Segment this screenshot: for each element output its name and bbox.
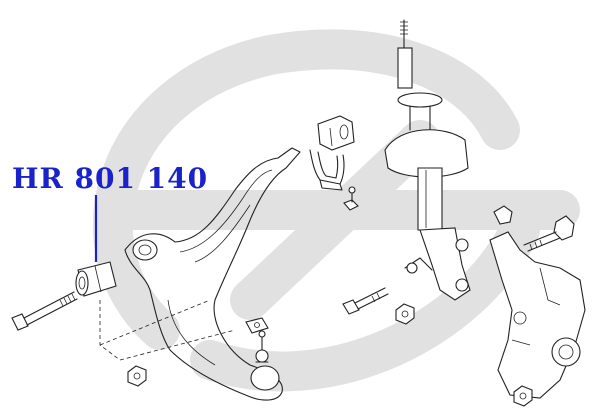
bracket-bolt bbox=[343, 186, 359, 211]
knuckle-bolt bbox=[523, 215, 575, 252]
dashed-guide-3 bbox=[99, 300, 121, 361]
stabilizer-bushing bbox=[317, 115, 355, 151]
arm-clip bbox=[245, 317, 269, 334]
part-number-label: HR 801 140 bbox=[12, 162, 209, 195]
mid-bolt bbox=[342, 287, 389, 315]
strut-assembly bbox=[384, 19, 471, 301]
dashed-guide-2 bbox=[119, 329, 236, 361]
steering-knuckle bbox=[489, 231, 586, 399]
small-clip-top-right bbox=[493, 205, 513, 225]
stabilizer-bracket bbox=[309, 149, 345, 191]
bushing-part bbox=[75, 261, 117, 297]
long-bolt bbox=[11, 291, 78, 331]
nut-mid bbox=[395, 303, 415, 325]
dashed-guide-1 bbox=[99, 299, 211, 346]
nut-knuckle bbox=[513, 385, 533, 407]
lower-control-arm bbox=[124, 147, 301, 401]
nut-lower-left bbox=[127, 365, 147, 387]
